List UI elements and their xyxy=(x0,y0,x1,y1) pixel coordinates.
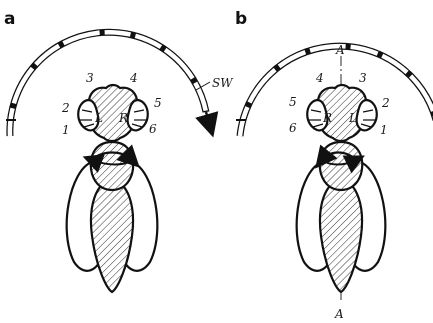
panel-b-num-6: 6 xyxy=(289,121,297,135)
panel-a: a SW L R 3 4 2 5 xyxy=(4,9,234,292)
panel-a-eye-right: R xyxy=(118,111,128,125)
panel-b-eye-left: R xyxy=(322,111,332,125)
panel-a-num-3: 3 xyxy=(86,71,94,85)
panel-a-num-1: 1 xyxy=(62,123,70,137)
panel-a-abdomen xyxy=(91,180,133,292)
panel-b: b A A R L 4 3 5 2 6 1 xyxy=(235,9,433,321)
panel-b-num-3: 3 xyxy=(359,71,367,85)
panel-b-num-5: 5 xyxy=(289,95,297,109)
panel-b-axis-top: A xyxy=(335,43,345,57)
panel-b-eye-right: L xyxy=(348,111,357,125)
panel-a-thorax xyxy=(91,142,133,190)
panel-a-sw-label: SW xyxy=(212,76,234,90)
panel-a-num-6: 6 xyxy=(149,122,157,136)
panel-b-thorax xyxy=(320,142,362,190)
panel-b-fly xyxy=(297,85,386,292)
panel-a-label: a xyxy=(4,9,15,29)
panel-a-fly xyxy=(67,85,158,292)
panel-b-num-1: 1 xyxy=(380,123,388,137)
panel-b-num-4: 4 xyxy=(315,71,324,85)
panel-b-label: b xyxy=(235,9,247,29)
panel-a-num-5: 5 xyxy=(154,96,162,110)
panel-a-num-4: 4 xyxy=(129,71,138,85)
panel-b-abdomen xyxy=(320,180,362,292)
panel-b-axis-bottom: A xyxy=(334,307,344,321)
panel-a-eye-left: L xyxy=(94,111,103,125)
panel-b-num-2: 2 xyxy=(381,96,390,110)
panel-a-num-2: 2 xyxy=(61,101,70,115)
